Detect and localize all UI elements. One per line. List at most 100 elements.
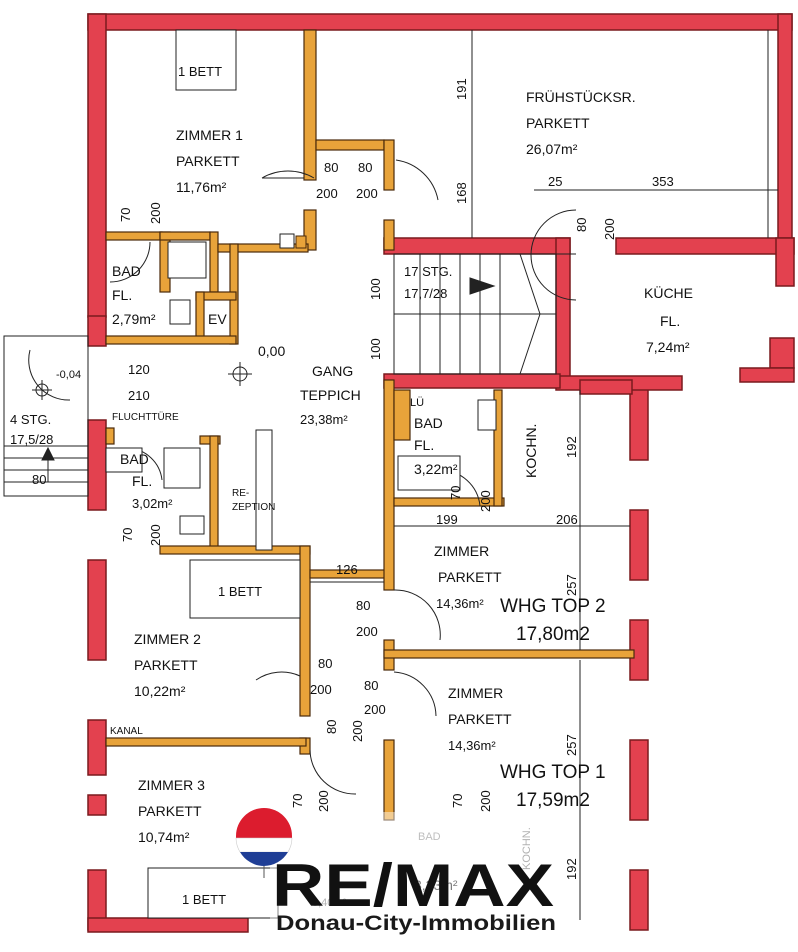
zimmer3-area: 10,74m² xyxy=(138,829,190,845)
dim-200-c: 200 xyxy=(148,202,163,224)
dim-200-j: 200 xyxy=(350,720,365,742)
bad1-sub: FL. xyxy=(112,287,132,303)
zimmer-top1-floor: PARKETT xyxy=(448,711,512,727)
zimmer2-name: ZIMMER 2 xyxy=(134,631,201,647)
dim-200-h: 200 xyxy=(310,682,332,697)
remax-watermark: RE/MAX Donau-City-Immobilien xyxy=(235,808,560,940)
bad4-name: BAD xyxy=(418,831,441,843)
dim-126: 126 xyxy=(336,562,358,577)
entry-dim-120: 120 xyxy=(128,362,150,377)
dim-70-c: 70 xyxy=(120,528,135,542)
whg-top1-title: WHG TOP 1 xyxy=(500,762,606,783)
fixtures xyxy=(105,29,497,919)
stair-main xyxy=(393,253,557,375)
zimmer3-floor: PARKETT xyxy=(138,803,202,819)
remax-brand: RE/MAX xyxy=(272,852,554,919)
zimmer1-bed: 1 BETT xyxy=(178,64,222,79)
zimmer-top2-floor: PARKETT xyxy=(438,569,502,585)
main-stair-steps: 17 STG. xyxy=(404,264,452,279)
zimmer1-area: 11,76m² xyxy=(176,179,227,195)
dim-70-e: 70 xyxy=(450,794,465,808)
whg-top2-area: 17,80m2 xyxy=(516,624,590,645)
dim-200-g: 200 xyxy=(356,624,378,639)
ev-cabinet xyxy=(295,235,307,249)
gang-area: 23,38m² xyxy=(300,412,348,427)
rezeption-line2: ZEPTION xyxy=(232,502,275,513)
dim-100-a: 100 xyxy=(368,278,383,300)
zimmer2-bed: 1 BETT xyxy=(218,584,262,599)
kueche-sub: FL. xyxy=(660,313,680,329)
bad3-area: 3,22m² xyxy=(414,461,458,477)
bad1-name: BAD xyxy=(112,263,141,279)
dim-200-a: 200 xyxy=(316,186,338,201)
whg-top2-title: WHG TOP 2 xyxy=(500,596,606,617)
fruehstueck-name: FRÜHSTÜCKSR. xyxy=(526,88,636,105)
kueche-name: KÜCHE xyxy=(644,284,693,301)
dim-257-b: 257 xyxy=(564,734,579,756)
bad2-name: BAD xyxy=(120,451,149,467)
dim-192-a: 192 xyxy=(564,436,579,458)
bad4-area2: 3,40m² xyxy=(312,897,347,909)
zimmer3-name: ZIMMER 3 xyxy=(138,777,205,793)
kochn-top1: KOCHN. xyxy=(521,827,533,870)
side-stair-ratio: 17,5/28 xyxy=(10,432,53,447)
dim-353: 353 xyxy=(652,174,674,189)
dim-191: 191 xyxy=(454,78,469,100)
dim-200-d: 200 xyxy=(602,218,617,240)
gang-name: GANG xyxy=(312,363,353,379)
side-stair-steps: 4 STG. xyxy=(10,412,51,427)
ev-label: EV xyxy=(208,311,227,327)
bad3-lo: LÜ xyxy=(410,397,424,409)
fluchttuere-label: FLUCHTTÜRE xyxy=(112,411,179,423)
remax-balloon-icon xyxy=(235,808,293,878)
bad2-area: 3,02m² xyxy=(132,496,173,511)
dim-206: 206 xyxy=(556,512,578,527)
zimmer2-area: 10,22m² xyxy=(134,683,186,699)
dim-200-f: 200 xyxy=(148,524,163,546)
dim-80-e: 80 xyxy=(318,656,332,671)
kueche-area: 7,24m² xyxy=(646,339,690,355)
dim-80-a: 80 xyxy=(324,160,338,175)
zimmer-top2-area: 14,36m² xyxy=(436,596,484,611)
gang-level: 0,00 xyxy=(258,343,285,359)
dim-70-d: 70 xyxy=(290,794,305,808)
dim-80-d: 80 xyxy=(356,598,370,613)
rezeption-line1: RE- xyxy=(232,488,249,499)
bad4-area: 3,23m² xyxy=(414,877,458,893)
bad2-sub: FL. xyxy=(132,473,152,489)
fruehstueck-area: 26,07m² xyxy=(526,141,578,157)
dim-200-k: 200 xyxy=(316,790,331,812)
fruehstueck-floor: PARKETT xyxy=(526,115,590,131)
outer-walls xyxy=(87,13,795,933)
zimmer1-floor: PARKETT xyxy=(176,153,240,169)
dim-80-c: 80 xyxy=(574,218,589,232)
dim-257-a: 257 xyxy=(564,574,579,596)
bad3-sub: FL. xyxy=(414,437,434,453)
dim-199: 199 xyxy=(436,512,458,527)
dim-80-g: 80 xyxy=(324,720,339,734)
gang-floor: TEPPICH xyxy=(300,387,361,403)
level-markers xyxy=(32,362,252,400)
stair-side xyxy=(3,335,89,497)
zimmer3-bed: 1 BETT xyxy=(182,892,226,907)
dim-70-b: 70 xyxy=(448,486,463,500)
dim-200-i: 200 xyxy=(364,702,386,717)
dim-80-b: 80 xyxy=(358,160,372,175)
dim-200-b: 200 xyxy=(356,186,378,201)
dim-70-a: 70 xyxy=(118,208,133,222)
bad3-name: BAD xyxy=(414,415,443,431)
dim-80-f: 80 xyxy=(364,678,378,693)
remax-subtitle: Donau-City-Immobilien xyxy=(276,912,556,935)
dim-100-b: 100 xyxy=(368,338,383,360)
dim-200-e: 200 xyxy=(478,490,493,512)
kochn-top2: KOCHN. xyxy=(523,424,539,478)
inner-walls xyxy=(105,29,635,821)
zimmer2-floor: PARKETT xyxy=(134,657,198,673)
dim-168: 168 xyxy=(454,182,469,204)
side-stair-dim: 80 xyxy=(32,472,46,487)
zimmer-top1-area: 14,36m² xyxy=(448,738,496,753)
zimmer-top1-name: ZIMMER xyxy=(448,685,503,701)
entry-dim-210: 210 xyxy=(128,388,150,403)
dimension-lines xyxy=(310,30,778,920)
